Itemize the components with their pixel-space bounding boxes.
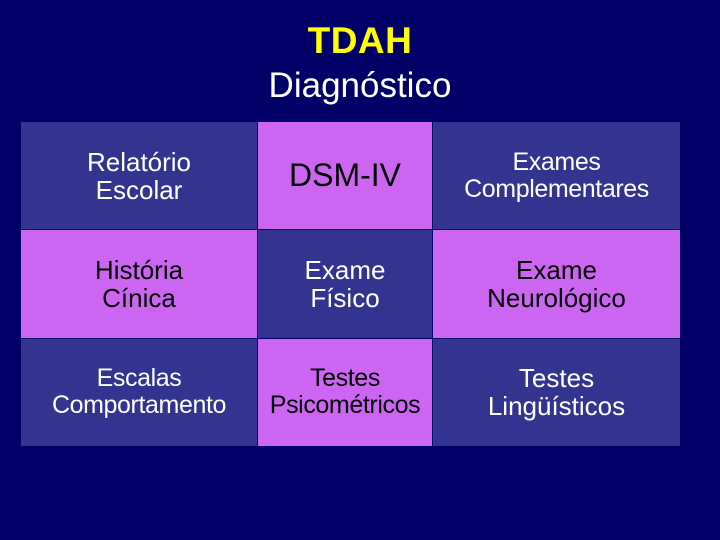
grid-cell-label: História Cínica bbox=[94, 254, 184, 313]
table-row: História Cínica Exame Físico Exame Neuro… bbox=[20, 229, 681, 339]
grid-cell-label: Exame Físico bbox=[304, 254, 386, 313]
table-row: Relatório Escolar DSM-IV Exames Compleme… bbox=[20, 120, 681, 231]
grid-cell-label: Exame Neurológico bbox=[487, 254, 626, 313]
grid-cell-label: Testes Lingüísticos bbox=[487, 363, 626, 422]
grid-cell-label: DSM-IV bbox=[289, 157, 401, 194]
grid-cell-label: Relatório Escolar bbox=[86, 146, 192, 205]
grid-cell-dsm-iv[interactable]: DSM-IV bbox=[257, 120, 433, 231]
grid-cell-label: Escalas Comportamento bbox=[51, 364, 227, 420]
grid-cell-exame-fisico[interactable]: Exame Físico bbox=[257, 229, 433, 339]
table-row: Escalas Comportamento Testes Psicométric… bbox=[20, 337, 681, 448]
grid-cell-testes-psicometricos[interactable]: Testes Psicométricos bbox=[257, 337, 433, 448]
grid-cell-label: Testes Psicométricos bbox=[269, 364, 421, 420]
grid-cell-testes-linguisticos[interactable]: Testes Lingüísticos bbox=[432, 337, 681, 448]
grid-cell-relatorio-escolar[interactable]: Relatório Escolar bbox=[20, 120, 258, 231]
grid-cell-historia-clinica[interactable]: História Cínica bbox=[20, 229, 258, 339]
grid-cell-escalas-comportamento[interactable]: Escalas Comportamento bbox=[20, 337, 258, 448]
grid-cell-exame-neurologico[interactable]: Exame Neurológico bbox=[432, 229, 681, 339]
page-subtitle: Diagnóstico bbox=[268, 66, 452, 105]
diagnostic-grid-body: Relatório Escolar DSM-IV Exames Compleme… bbox=[20, 120, 681, 448]
page-title: TDAH bbox=[307, 20, 413, 61]
slide-title-block: TDAH Diagnóstico bbox=[0, 0, 720, 103]
diagnostic-grid: Relatório Escolar DSM-IV Exames Compleme… bbox=[20, 120, 681, 448]
grid-cell-label: Exames Complementares bbox=[464, 147, 649, 203]
grid-cell-exames-complementares[interactable]: Exames Complementares bbox=[432, 120, 681, 231]
